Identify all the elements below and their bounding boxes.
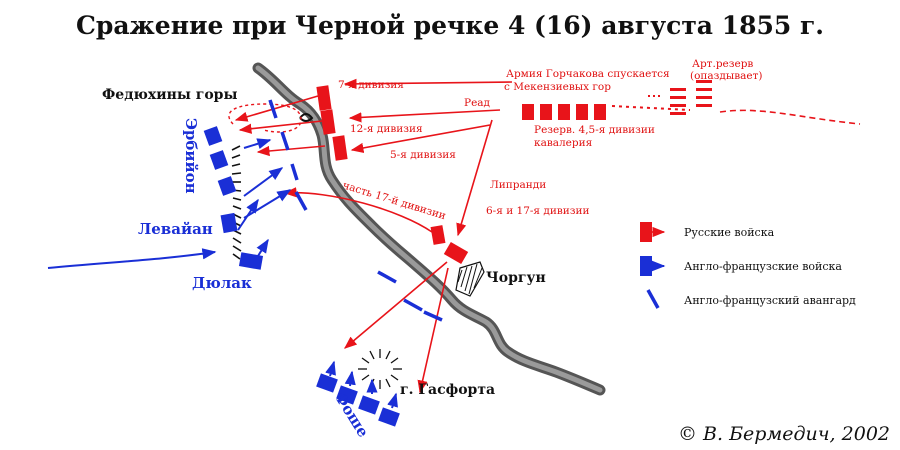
label-div6-17: 6-я и 17-я дивизии [486,205,590,217]
chorgun-hill [455,261,485,297]
label-gasforta: г. Гасфорта [400,382,495,398]
label-fedyukhiny: Федюхины горы [102,87,238,103]
unit-12-division [320,109,336,135]
russian-units [316,80,712,265]
copyright: © В. Бермедич, 2002 [678,423,890,445]
unit-7-division [316,85,332,111]
river [252,62,606,396]
unit-foshe-4 [378,407,400,427]
unit-reserve-1 [522,104,534,120]
label-art-line1: Арт.резерв [692,58,753,70]
label-liprandi: Липранди [490,179,546,191]
unit-reserve-4 [576,104,588,120]
label-dyulak: Дюлак [192,274,252,292]
label-div7: 7-я дивизия [338,79,404,91]
unit-5-division [332,135,348,161]
label-reserve-line2: кавалерия [534,137,593,149]
unit-foshe-1 [316,373,338,393]
label-foshe: Фоше [331,389,373,441]
unit-reserve-3 [558,104,570,120]
legend-russian-swatch [640,222,652,242]
unit-reserve-2 [540,104,552,120]
label-div5: 5-я дивизия [390,149,456,161]
unit-liprandi [443,241,469,265]
legend-vanguard-swatch [646,289,660,309]
legend-vanguard-label: Англо-французский авангард [684,294,856,307]
russian-arrows [228,78,861,394]
unit-reserve-5 [594,104,606,120]
allied-vanguard [268,99,443,322]
legend-russian-label: Русские войска [684,226,775,239]
legend-allied-swatch [640,256,652,276]
label-army-line2: с Мекензиевых гор [504,81,611,93]
unit-erbiyon-3 [217,176,237,196]
allied-units [203,99,443,427]
unit-dyulak [238,252,264,270]
gasforta-hill [358,349,402,389]
legend: Русские войска Англо-французские войска … [640,222,856,309]
label-erbiyon: Эрбийон [182,118,200,194]
map-title: Сражение при Черной речке 4 (16) августа… [76,11,824,40]
label-div12: 12-я дивизия [350,123,423,135]
label-levaian: Левайан [138,220,213,238]
unit-erbiyon-2 [209,150,229,170]
unit-foshe-2 [336,385,358,405]
unit-17-part [430,225,446,245]
unit-levaian [220,212,238,234]
allied-arrows [47,138,398,409]
heights-hatch [231,145,242,260]
unit-erbiyon-1 [203,126,223,146]
label-chorgun: Чоргун [486,270,546,286]
bridge-mark [299,113,314,122]
label-reserve-line1: Резерв. 4,5-я дивизии [534,124,655,136]
label-art-line2: (опаздывает) [690,70,763,82]
legend-allied-label: Англо-французские войска [684,260,842,273]
label-read: Реад [464,97,491,109]
unit-foshe-3 [358,395,380,415]
label-army-line1: Армия Горчакова спускается [506,68,670,80]
